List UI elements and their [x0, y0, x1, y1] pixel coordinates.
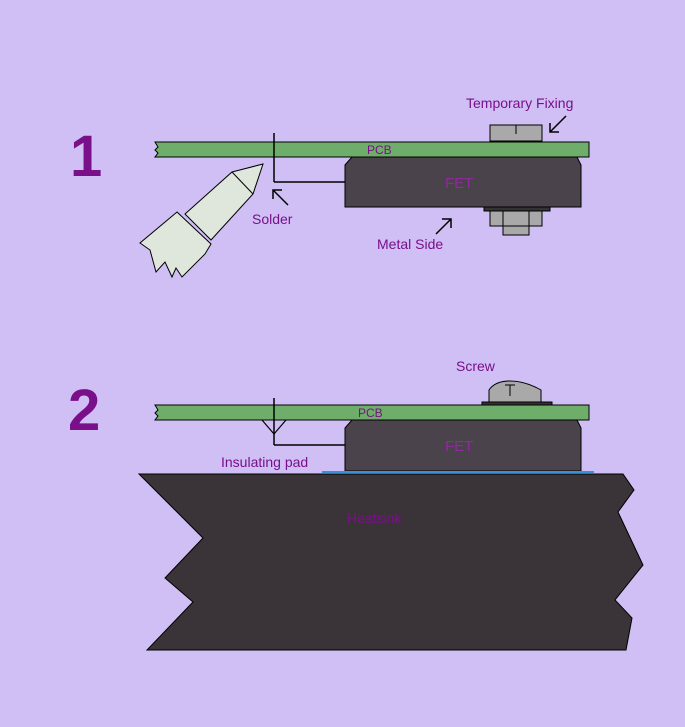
insulating-pad-label: Insulating pad	[221, 454, 308, 470]
temporary-fixing-nut	[489, 210, 543, 227]
pcb-label-step-1: PCB	[367, 143, 392, 157]
pcb-board-step-2	[154, 404, 590, 421]
pcb-board-step-1	[154, 141, 590, 158]
metal-side-label: Metal Side	[377, 236, 443, 252]
fet-label-step-2: FET	[445, 438, 473, 455]
temporary-fixing-label: Temporary Fixing	[466, 95, 573, 111]
fet-body-step-1	[344, 156, 582, 208]
temporary-fixing-arrow	[549, 115, 567, 133]
solder-label: Solder	[252, 211, 293, 227]
pcb-label-step-2: PCB	[358, 406, 383, 420]
step-1-number: 1	[70, 124, 102, 189]
heatsink	[137, 473, 644, 651]
step-2-number: 2	[68, 378, 100, 443]
metal-side-arrow	[435, 218, 452, 235]
soldering-iron	[139, 163, 264, 279]
fet-label-step-1: FET	[445, 175, 473, 192]
solder-arrow	[272, 189, 289, 206]
heatsink-label: Heatsink	[347, 510, 402, 526]
screw-head	[488, 380, 542, 403]
screw-label: Screw	[456, 358, 496, 374]
